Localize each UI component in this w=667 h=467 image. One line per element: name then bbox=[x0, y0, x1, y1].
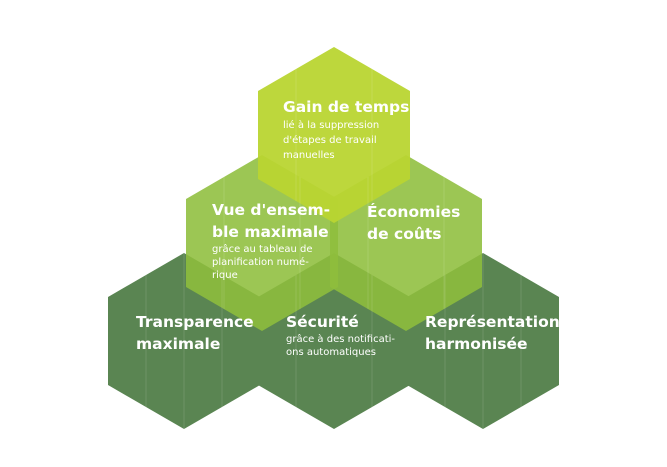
representation-title-1: Représentation bbox=[425, 313, 560, 331]
hexagon-gain bbox=[258, 47, 410, 223]
representation-title-2: harmonisée bbox=[425, 335, 528, 353]
label-economies: Économies de coûts bbox=[367, 201, 460, 245]
vue-title-2: ble maximale bbox=[212, 223, 329, 241]
gain-title: Gain de temps bbox=[283, 98, 410, 116]
label-transparence: Transparence maximale bbox=[136, 311, 254, 355]
securite-desc-2: ons automatiques bbox=[286, 347, 376, 358]
vue-desc-1: grâce au tableau de bbox=[212, 244, 313, 255]
vue-desc-3: rique bbox=[212, 270, 238, 281]
transparence-title-2: maximale bbox=[136, 335, 221, 353]
transparence-title-1: Transparence bbox=[136, 313, 254, 331]
gain-desc-3: manuelles bbox=[283, 150, 335, 161]
label-representation: Représentation harmonisée bbox=[425, 311, 560, 355]
gain-desc-1: lié à la suppression bbox=[283, 120, 380, 131]
vue-title-1: Vue d'ensem- bbox=[212, 201, 331, 219]
label-vue: Vue d'ensem- ble maximale grâce au table… bbox=[212, 199, 330, 282]
gain-desc-2: d'étapes de travail bbox=[283, 135, 377, 146]
securite-desc-1: grâce à des notificati- bbox=[286, 334, 395, 345]
economies-title-1: Économies bbox=[367, 203, 461, 221]
securite-title: Sécurité bbox=[286, 313, 359, 331]
economies-title-2: de coûts bbox=[367, 225, 442, 243]
label-gain: Gain de temps lié à la suppression d'éta… bbox=[283, 96, 409, 162]
label-securite: Sécurité grâce à des notificati- ons aut… bbox=[286, 311, 395, 359]
vue-desc-2: planification numé- bbox=[212, 257, 309, 268]
